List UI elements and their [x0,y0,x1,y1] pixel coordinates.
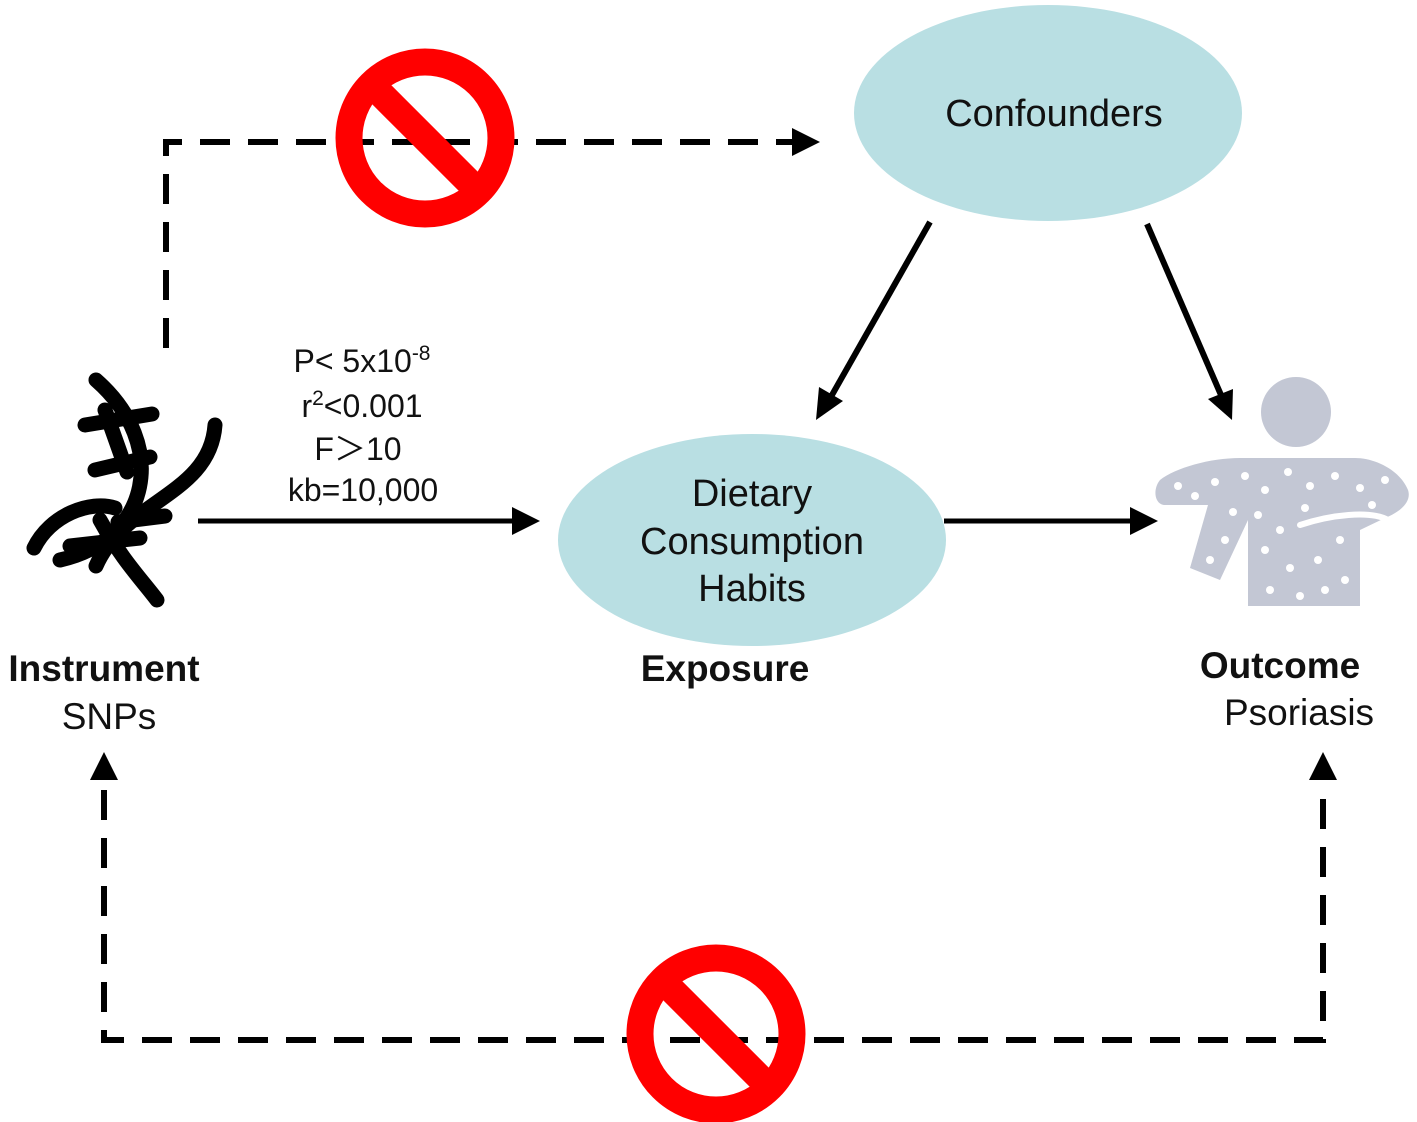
arrow-confounders-to-exposure [816,220,933,420]
person-psoriasis-icon [1155,377,1409,606]
outcome-labels: Outcome Psoriasis [1200,645,1374,733]
instrument-labels: Instrument SNPs [8,648,199,737]
instrument-heading: Instrument [8,648,199,689]
confounders-ellipse [854,5,1242,221]
selection-criteria: P< 5x10-8 r2<0.001 F＞10 kb=10,000 [288,342,438,508]
exposure-labels: Exposure [641,648,810,689]
criteria-p-value: P< 5x10-8 [294,342,431,379]
outcome-heading: Outcome [1200,645,1360,686]
exposure-heading: Exposure [641,648,810,689]
instrument-sub: SNPs [62,696,157,737]
exposure-ellipse [558,434,946,646]
arrow-exposure-to-outcome [944,507,1158,535]
exposure-node: Dietary Consumption Habits [558,434,946,646]
dashed-path-instrument-outcome [90,752,1337,1043]
prohibited-icon [335,48,515,228]
exposure-line-3: Habits [698,568,806,610]
dashed-path-instrument-to-confounders [163,128,820,348]
criteria-kb: kb=10,000 [288,472,438,508]
prohibited-icon [626,944,806,1122]
arrow-instrument-to-exposure [198,507,540,535]
criteria-f-stat: F＞10 [314,431,401,467]
confounders-label: Confounders [945,93,1163,135]
confounders-node: Confounders [854,5,1242,221]
dna-icon [26,372,223,608]
criteria-r-squared: r2<0.001 [301,387,422,424]
arrow-confounders-to-outcome [1144,222,1233,420]
exposure-line-2: Consumption [640,521,864,563]
outcome-sub: Psoriasis [1224,692,1374,733]
exposure-line-1: Dietary [692,473,812,515]
skin-spots [1174,468,1389,600]
